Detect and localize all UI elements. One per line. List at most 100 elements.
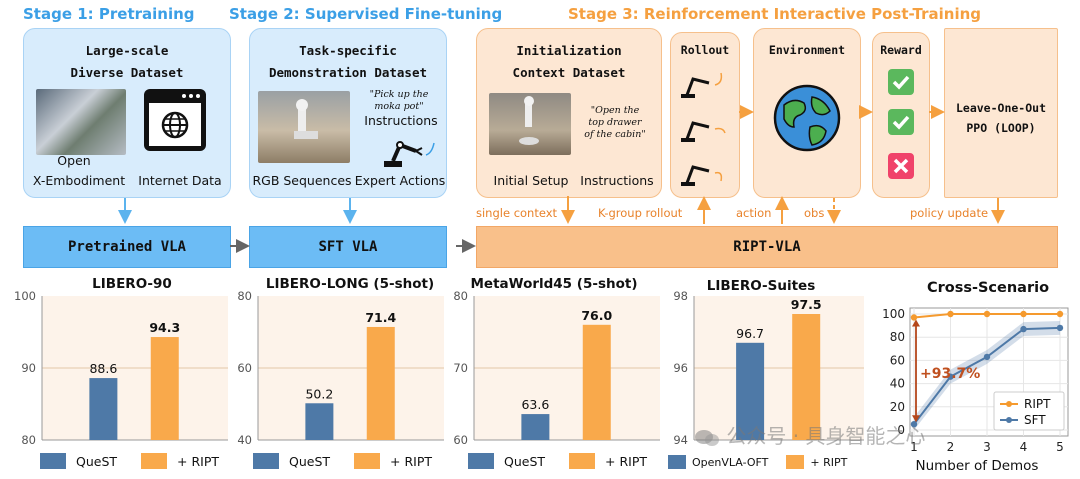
sft-title-2: Demonstration Dataset xyxy=(268,65,428,80)
ript-vla-bar: RIPT-VLA xyxy=(476,226,1058,268)
init-quote-3: of the cabin" xyxy=(584,129,646,140)
loop-label-1: Leave-One-Out xyxy=(955,101,1046,115)
expert-actions-caption: Expert Actions xyxy=(354,173,446,188)
internet-browser-icon xyxy=(140,85,210,155)
sft-quote-2: moka pot" xyxy=(374,101,424,112)
legend-swatch-ript xyxy=(786,455,805,469)
chart-libero90-title: LIBERO-90 xyxy=(92,276,172,292)
wechat-icon xyxy=(694,428,720,448)
pretrain-panel: Large-scale Diverse Dataset Open X-Embod… xyxy=(23,28,231,198)
y-tick-label: 80 xyxy=(453,290,468,303)
series-point-sft xyxy=(1020,325,1027,333)
legend-swatch-quest xyxy=(40,453,66,469)
environment-label: Environment xyxy=(768,43,846,57)
series-point-ript xyxy=(947,310,954,318)
watermark: 公众号 · 具身智能之心 xyxy=(694,420,925,449)
bar-value-label: 88.6 xyxy=(89,361,117,376)
pretrained-vla-bar: Pretrained VLA xyxy=(23,226,231,268)
open-x-embodiment-image xyxy=(36,89,126,155)
x-embodiment-caption: X-Embodiment xyxy=(32,173,126,188)
y-tick-label: 80 xyxy=(21,433,36,446)
y-tick-label: 98 xyxy=(673,290,688,303)
stage3-flow-arrows xyxy=(118,105,1005,224)
sft-instructions-label: Instructions xyxy=(364,113,438,128)
bar-baseline xyxy=(521,414,550,440)
bar-value-label: 96.7 xyxy=(736,326,764,341)
legend-swatch-quest xyxy=(468,453,494,469)
annotation-label: +93.7% xyxy=(920,366,980,382)
bar-value-label: 94.3 xyxy=(149,320,180,335)
legend-quest: QueST xyxy=(289,453,331,469)
reward-panel: Reward xyxy=(872,32,930,198)
legend-swatch-ript xyxy=(141,453,168,469)
legend-swatch-ript xyxy=(354,453,381,469)
init-quote-2: top drawer xyxy=(588,117,642,128)
policy-update-label: policy update xyxy=(910,206,989,220)
arrow-head-down xyxy=(912,415,920,423)
init-title-2: Context Dataset xyxy=(512,65,626,80)
legend-swatch-quest xyxy=(253,453,279,469)
bar-ript xyxy=(582,324,611,440)
pretrain-title-2: Diverse Dataset xyxy=(70,65,184,80)
k-group-rollout-label: K-group rollout xyxy=(598,206,683,220)
loop-label-2: PPO (LOOP) xyxy=(966,121,1036,135)
open-caption: Open xyxy=(57,153,91,168)
legend-swatch-openvla xyxy=(668,455,686,469)
chart-cross-scenario-title: Cross-Scenario xyxy=(926,280,1050,296)
sft-title-1: Task-specific xyxy=(299,43,397,58)
single-context-label: single context xyxy=(476,206,558,220)
legend-ript: + RIPT xyxy=(810,455,848,469)
bar-baseline xyxy=(736,342,765,440)
sft-confidence-band xyxy=(914,320,1060,430)
rgb-sequence-image xyxy=(258,91,350,163)
series-point-sft xyxy=(947,373,954,380)
check-icon-1 xyxy=(888,69,914,95)
legend-0: QueST + RIPT xyxy=(40,453,219,469)
legend-ript: + RIPT xyxy=(605,453,648,469)
x-tick-label: 4 xyxy=(1020,440,1028,454)
y-tick-label: 60 xyxy=(890,353,905,367)
chart-metaworld-title: MetaWorld45 (5-shot) xyxy=(470,276,638,292)
bar-baseline xyxy=(305,403,334,440)
rgb-sequences-caption: RGB Sequences xyxy=(252,173,352,188)
sft-quote-1: "Pick up the xyxy=(369,89,429,100)
series-point-sft xyxy=(910,421,918,428)
legend-marker-sft xyxy=(1006,417,1012,423)
stage2-title: Stage 2: Supervised Fine-tuning xyxy=(229,5,503,23)
rollout-label: Rollout xyxy=(680,43,730,57)
init-quote-1: "Open the xyxy=(590,105,640,116)
legend-swatch-ript xyxy=(569,453,596,469)
legend-quest: QueST xyxy=(76,453,118,469)
init-instructions-caption: Instructions xyxy=(580,173,654,188)
legend-quest: QueST xyxy=(504,453,546,469)
y-tick-label: 0 xyxy=(897,423,905,437)
x-tick-label: 2 xyxy=(947,440,955,454)
legend-label-sft: SFT xyxy=(1024,413,1046,427)
sft-panel: Task-specific Demonstration Dataset "Pic… xyxy=(249,28,447,198)
y-tick-label: 94 xyxy=(673,433,688,446)
bar-baseline xyxy=(89,378,118,440)
init-context-panel: Initialization Context Dataset "Open the… xyxy=(476,28,662,198)
action-label: action xyxy=(736,206,772,220)
legend-openvla: OpenVLA-OFT xyxy=(692,455,769,469)
y-tick-label: 40 xyxy=(237,433,252,446)
bar-ript xyxy=(150,337,179,440)
legend-ript: + RIPT xyxy=(177,453,220,469)
y-tick-label: 60 xyxy=(453,433,468,446)
y-tick-label: 90 xyxy=(21,361,36,375)
vla-connector-arrows xyxy=(230,239,476,253)
y-tick-label: 20 xyxy=(890,400,905,414)
series-point-sft xyxy=(983,353,991,361)
earth-globe-icon xyxy=(772,83,842,153)
series-point-sft xyxy=(1056,324,1064,332)
rollout-panel: Rollout xyxy=(670,32,740,198)
y-tick-label: 80 xyxy=(890,330,905,344)
bar-ript xyxy=(792,314,821,440)
x-tick-label: 5 xyxy=(1056,440,1064,454)
y-tick-label: 96 xyxy=(673,361,688,375)
bar-value-label: 71.4 xyxy=(365,310,396,325)
watermark-text: 公众号 · 具身智能之心 xyxy=(726,424,926,448)
